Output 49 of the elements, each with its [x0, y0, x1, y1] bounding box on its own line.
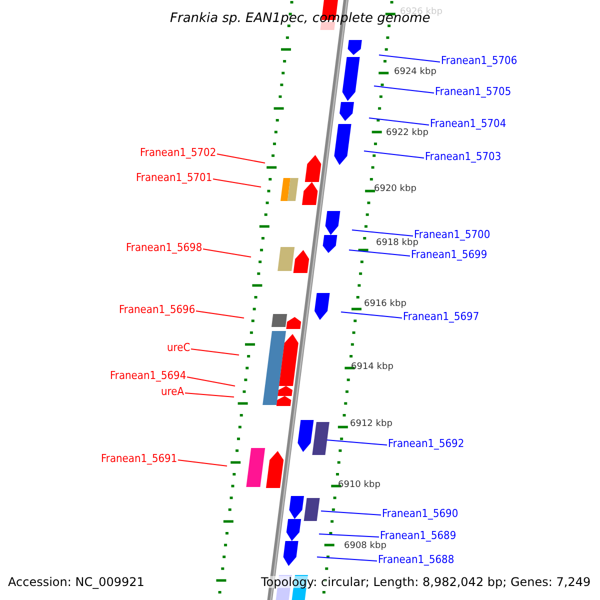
scale-label: 6920 kbp — [374, 185, 416, 194]
scale-label: 6908 kbp — [344, 542, 386, 551]
leader-line — [196, 310, 244, 318]
gene-label: ureC — [167, 342, 190, 353]
gene-label: Franean1_5694 — [110, 370, 186, 381]
leader-line — [212, 178, 262, 188]
gene-label: Franean1_5705 — [435, 86, 512, 97]
accession-text: Accession: NC_009921 — [8, 576, 144, 588]
leader-line — [216, 154, 266, 164]
gene-label: Franean1_5689 — [380, 530, 456, 541]
leader-line — [340, 312, 402, 318]
gene-label: Franean1_5701 — [136, 172, 212, 183]
gene-label: Franean1_5700 — [414, 229, 490, 240]
leader-line — [320, 510, 382, 516]
leader-line — [186, 376, 236, 386]
leader-line — [368, 118, 430, 126]
scale-label: 6912 kbp — [350, 420, 392, 429]
leader-line — [316, 556, 378, 562]
gene-label: Franean1_5698 — [126, 242, 202, 253]
gene-label: ureA — [161, 386, 184, 397]
gene-label: Franean1_5691 — [101, 453, 178, 464]
gene-label: Franean1_5703 — [425, 151, 502, 162]
gene-label: Franean1_5702 — [140, 147, 216, 158]
scale-label: 6916 kbp — [364, 300, 406, 309]
leader-line — [318, 534, 380, 538]
gene-label: Franean1_5688 — [378, 554, 454, 565]
leader-line — [348, 250, 410, 256]
scale-label: 6922 kbp — [386, 129, 428, 138]
leader-line — [378, 54, 440, 62]
scale-label: 6914 kbp — [351, 363, 394, 372]
leader-line — [326, 440, 388, 446]
leader-line — [178, 460, 228, 466]
scale-label: 6910 kbp — [338, 481, 380, 490]
leader-line — [374, 86, 434, 94]
leader-line — [364, 150, 424, 158]
leader-line — [352, 230, 414, 236]
gene-label: Franean1_5706 — [441, 55, 518, 66]
genome-summary: Topology: circular; Length: 8,982,042 bp; Genes: 7,249 — [261, 576, 591, 588]
gene-label: Franean1_5690 — [382, 508, 458, 519]
leader-line — [190, 348, 240, 356]
gene-label: Franean1_5697 — [403, 311, 480, 322]
gene-label: Franean1_5696 — [119, 304, 196, 315]
gene-label: Franean1_5692 — [388, 438, 464, 449]
leader-line — [202, 248, 252, 258]
gene-label: Franean1_5704 — [430, 118, 506, 129]
leader-line — [184, 392, 234, 398]
scale-label: 6924 kbp — [394, 68, 436, 77]
scale-label: 6918 kbp — [376, 239, 418, 248]
gene-label: Franean1_5699 — [411, 249, 488, 260]
